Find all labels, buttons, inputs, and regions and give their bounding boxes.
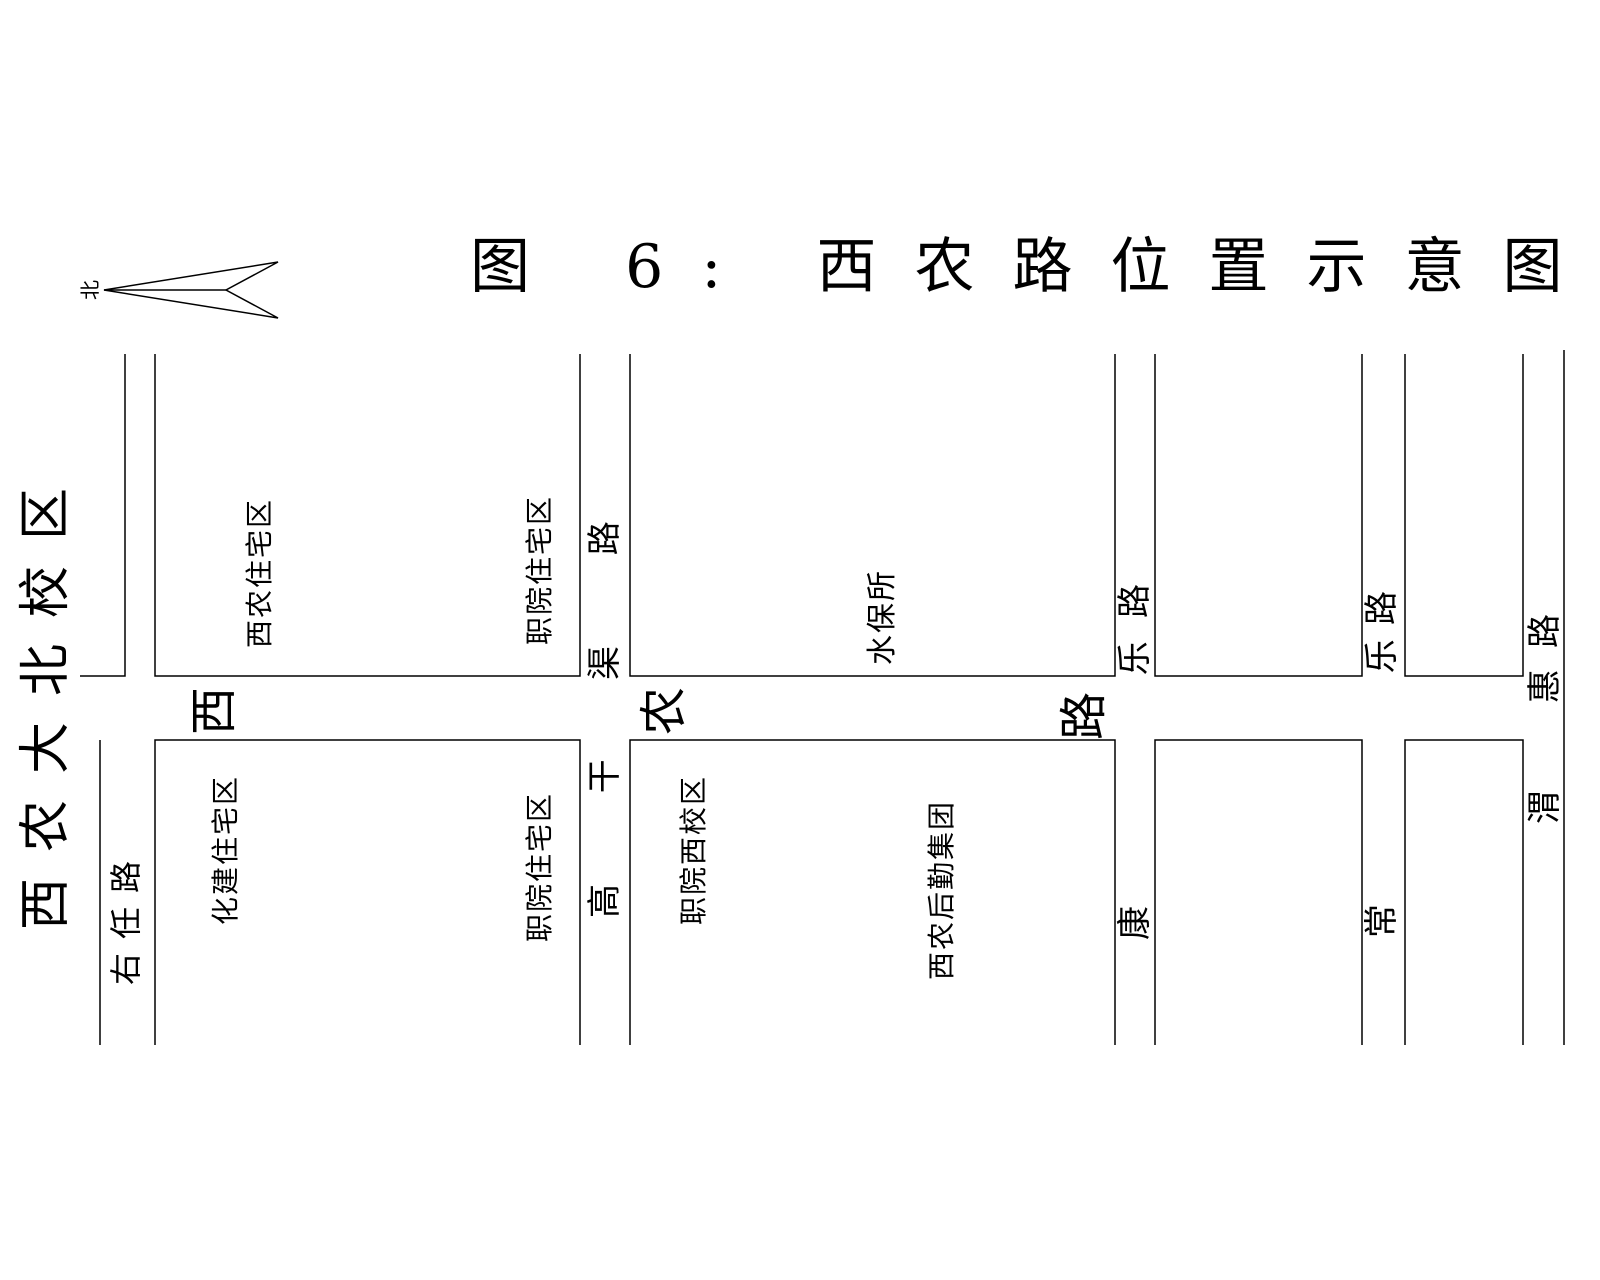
main-road-char-lu: 路	[1056, 691, 1112, 740]
campus-label: 西农大北校区	[16, 461, 76, 930]
area-zhiyuan-residential-north: 职院住宅区	[523, 494, 556, 645]
block-south-4	[1404, 739, 1524, 1045]
north-label: 北	[78, 280, 102, 300]
youzhu-road-label: 右任路	[107, 846, 145, 985]
gaogan-road-lower-label: 高 干	[585, 719, 625, 918]
area-zhiyuan-west-campus: 职院西校区	[677, 774, 710, 925]
block-north-3	[1154, 354, 1363, 677]
block-north-1	[154, 354, 581, 677]
area-zhiyuan-residential-south: 职院住宅区	[523, 791, 556, 942]
block-south-1	[154, 739, 581, 1045]
kangle-road-lower-label: 康 乐	[1115, 531, 1155, 940]
area-huajian-residential: 化建住宅区	[209, 774, 242, 925]
main-road-char-nong: 农	[636, 686, 692, 735]
block-south-2	[629, 739, 1116, 1045]
area-xinong-logistics-group: 西农后勤集团	[925, 799, 958, 980]
campus-boundary	[80, 354, 126, 677]
area-xinong-residential: 西农住宅区	[243, 497, 276, 648]
main-road-char-xi: 西	[186, 686, 242, 735]
block-north-2	[629, 354, 1116, 677]
street-outlines	[80, 350, 1565, 1045]
area-water-soil-institute: 水保所	[865, 569, 900, 665]
block-north-4	[1404, 354, 1524, 677]
changle-road-lower-label: 常 乐	[1362, 529, 1402, 938]
map-title: 图 6: 西农路位置示意图	[470, 232, 1600, 302]
block-south-3	[1154, 739, 1363, 1045]
gaogan-road-upper-label: 渠 路	[585, 481, 625, 680]
weihui-road-lower-label: 渭 惠	[1525, 631, 1565, 824]
north-arrow-icon	[103, 261, 279, 319]
